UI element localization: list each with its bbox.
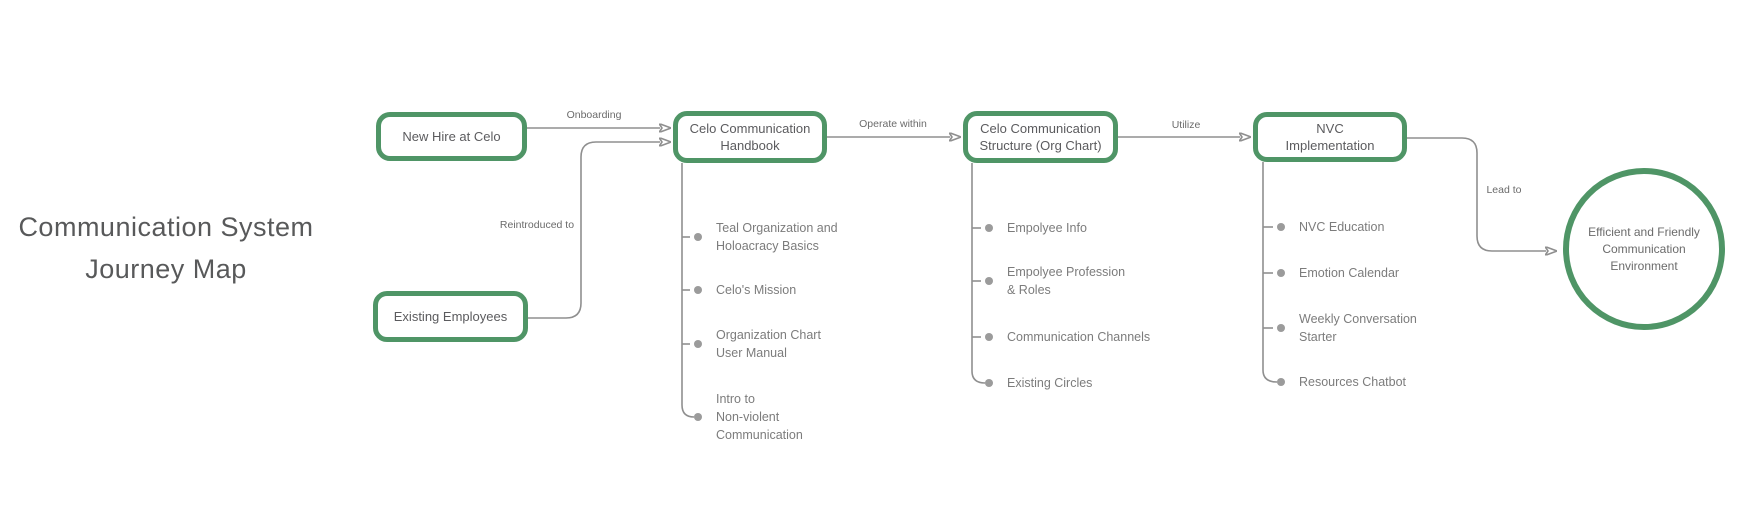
list-item-structure-4[interactable]: Existing Circles bbox=[985, 374, 1092, 392]
diagram-title-line2: Journey Map bbox=[85, 254, 247, 284]
list-item-label: Intro to Non-violent Communication bbox=[716, 392, 803, 442]
stage-label-new-hire: New Hire at Celo bbox=[402, 129, 501, 144]
stage-node-handbook[interactable]: Celo Communication Handbook bbox=[673, 111, 827, 163]
diagram-title-line1: Communication System bbox=[18, 212, 314, 242]
list-item-label: Teal Organization and Holoacracy Basics bbox=[716, 221, 838, 253]
list-item-label: Weekly Conversation Starter bbox=[1299, 312, 1417, 344]
list-item-nvc-4[interactable]: Resources Chatbot bbox=[1277, 373, 1406, 391]
list-item-handbook-4[interactable]: Intro to Non-violent Communication bbox=[694, 390, 803, 444]
list-item-nvc-1[interactable]: NVC Education bbox=[1277, 218, 1384, 236]
stage-node-existing-employees[interactable]: Existing Employees bbox=[373, 291, 528, 342]
handbook-list-spine bbox=[681, 163, 695, 418]
list-item-nvc-2[interactable]: Emotion Calendar bbox=[1277, 264, 1399, 282]
list-item-structure-1[interactable]: Empolyee Info bbox=[985, 219, 1087, 237]
edge-label-reintroduced: Reintroduced to bbox=[499, 219, 575, 231]
connector-reintroduced bbox=[528, 142, 660, 319]
list-item-label: Celo's Mission bbox=[716, 283, 797, 297]
edge-label-operate-within: Operate within bbox=[859, 118, 927, 130]
bullet-dot bbox=[985, 277, 993, 285]
stage-label-nvc: NVC Implementation bbox=[1285, 121, 1375, 153]
list-item-label: Organization Chart User Manual bbox=[716, 328, 821, 360]
list-item-handbook-2[interactable]: Celo's Mission bbox=[694, 281, 796, 299]
bullet-dot bbox=[694, 413, 702, 421]
bullet-dot bbox=[985, 333, 993, 341]
list-item-label: NVC Education bbox=[1299, 220, 1385, 234]
outcome-label: Efficient and Friendly Communication Env… bbox=[1588, 224, 1700, 273]
bullet-dot bbox=[694, 286, 702, 294]
bullet-dot bbox=[985, 224, 993, 232]
stage-label-existing-employees: Existing Employees bbox=[393, 309, 508, 324]
list-item-handbook-1[interactable]: Teal Organization and Holoacracy Basics bbox=[694, 219, 838, 255]
list-item-nvc-3[interactable]: Weekly Conversation Starter bbox=[1277, 310, 1417, 346]
connector-lead-to bbox=[1407, 137, 1546, 251]
edge-label-lead-to: Lead to bbox=[1486, 184, 1522, 196]
bullet-dot bbox=[1277, 378, 1285, 386]
bullet-dot bbox=[1277, 324, 1285, 332]
list-item-label: Emotion Calendar bbox=[1299, 266, 1400, 280]
stage-label-org-structure: Celo Communication Structure (Org Chart) bbox=[979, 121, 1102, 153]
edge-label-onboarding: Onboarding bbox=[566, 109, 622, 121]
stage-label-handbook: Celo Communication Handbook bbox=[689, 121, 811, 153]
list-item-label: Resources Chatbot bbox=[1299, 375, 1407, 389]
nvc-list-spine bbox=[1262, 162, 1278, 383]
diagram-title: Communication System Journey Map bbox=[15, 206, 317, 290]
stage-node-org-structure[interactable]: Celo Communication Structure (Org Chart) bbox=[963, 111, 1118, 163]
list-item-structure-3[interactable]: Communication Channels bbox=[985, 328, 1150, 346]
bullet-dot bbox=[1277, 223, 1285, 231]
bullet-dot bbox=[694, 340, 702, 348]
stage-node-nvc[interactable]: NVC Implementation bbox=[1253, 112, 1407, 162]
org-structure-list-spine bbox=[971, 163, 986, 384]
list-item-structure-2[interactable]: Empolyee Profession & Roles bbox=[985, 263, 1125, 299]
bullet-dot bbox=[985, 379, 993, 387]
bullet-dot bbox=[1277, 269, 1285, 277]
list-item-handbook-3[interactable]: Organization Chart User Manual bbox=[694, 326, 821, 362]
bullet-dot bbox=[694, 233, 702, 241]
outcome-node-environment[interactable]: Efficient and Friendly Communication Env… bbox=[1563, 168, 1725, 330]
list-item-label: Communication Channels bbox=[1007, 330, 1151, 344]
list-item-label: Empolyee Profession & Roles bbox=[1007, 265, 1126, 297]
edge-label-utilize: Utilize bbox=[1171, 119, 1201, 131]
stage-node-new-hire[interactable]: New Hire at Celo bbox=[376, 112, 527, 161]
list-item-label: Empolyee Info bbox=[1007, 221, 1087, 235]
list-item-label: Existing Circles bbox=[1007, 376, 1093, 390]
